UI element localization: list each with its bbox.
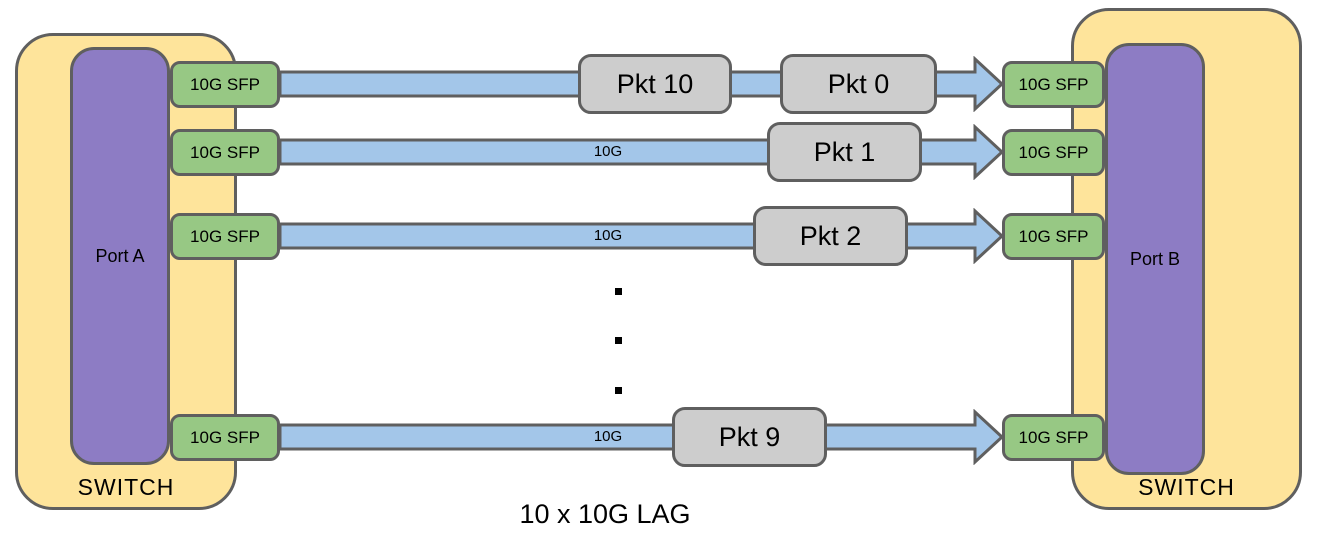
sfp-right-4-label: 10G SFP [1018,427,1089,447]
sfp-left-1: 10G SFP [170,61,280,108]
sfp-left-3: 10G SFP [170,213,280,260]
sfp-right-3: 10G SFP [1002,213,1105,260]
packet-box-pkt1: Pkt 1 [767,122,922,182]
link-arrow-2 [278,124,1005,180]
sfp-right-2-label: 10G SFP [1018,142,1089,162]
sfp-right-2: 10G SFP [1002,129,1105,176]
link-3-speed-label: 10G [593,227,623,244]
packet-box-pkt9: Pkt 9 [672,407,827,467]
ellipsis-dot-2 [615,337,622,344]
packet-pkt9-label: Pkt 9 [718,421,781,452]
packet-box-pkt0: Pkt 0 [780,54,937,114]
sfp-right-1-label: 10G SFP [1018,74,1089,94]
packet-pkt10-label: Pkt 10 [616,68,694,99]
ellipsis-dot-1 [615,288,622,295]
sfp-right-3-label: 10G SFP [1018,226,1089,246]
sfp-left-1-label: 10G SFP [190,74,260,94]
diagram-caption: 10 x 10G LAG [519,499,691,529]
ellipsis-dot-3 [615,387,622,394]
port-a: Port A [70,47,170,465]
sfp-left-2: 10G SFP [170,129,280,176]
sfp-left-3-label: 10G SFP [190,226,260,246]
sfp-left-4-label: 10G SFP [190,427,260,447]
arrow-shape-3 [278,208,1005,264]
packet-pkt2-label: Pkt 2 [799,220,862,251]
port-b: Port B [1105,43,1205,475]
sfp-right-4: 10G SFP [1002,414,1105,461]
link-arrow-3 [278,208,1005,264]
arrow-shape-2 [278,124,1005,180]
sfp-right-1: 10G SFP [1002,61,1105,108]
packet-box-pkt10: Pkt 10 [578,54,732,114]
left-switch-label: SWITCH [77,474,175,500]
arrow-shape-4 [278,409,1005,465]
sfp-left-2-label: 10G SFP [190,142,260,162]
sfp-left-4: 10G SFP [170,414,280,461]
packet-pkt0-label: Pkt 0 [827,68,890,99]
link-arrow-4 [278,409,1005,465]
packet-box-pkt2: Pkt 2 [753,206,908,266]
port-a-label: Port A [95,245,145,266]
packet-pkt1-label: Pkt 1 [813,136,876,167]
link-4-speed-label: 10G [593,428,623,445]
right-switch-label: SWITCH [1138,474,1235,500]
link-2-speed-label: 10G [593,143,623,160]
port-b-label: Port B [1129,248,1181,269]
